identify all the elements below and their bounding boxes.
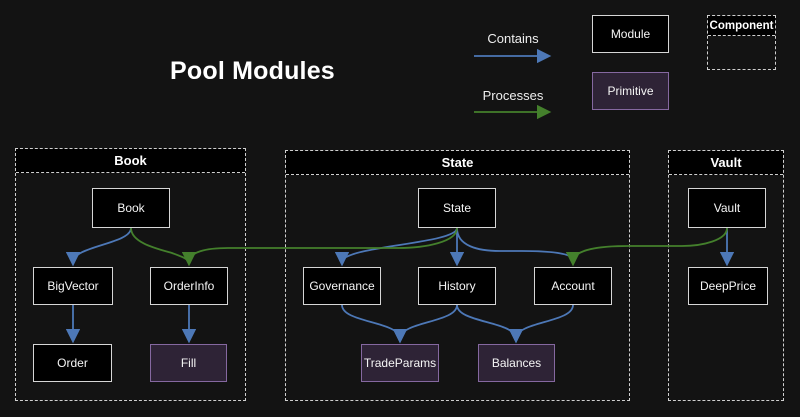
legend-primitive-label: Primitive xyxy=(607,84,654,98)
node-state: State xyxy=(418,188,496,228)
node-book: Book xyxy=(92,188,170,228)
node-fill: Fill xyxy=(150,344,227,382)
node-governance: Governance xyxy=(303,267,381,305)
node-bigvector-label: BigVector xyxy=(47,279,99,293)
node-vault: Vault xyxy=(688,188,766,228)
legend-module-label: Module xyxy=(610,27,651,41)
page-title: Pool Modules xyxy=(170,57,335,85)
node-state-label: State xyxy=(442,201,472,215)
legend-primitive-box: Primitive xyxy=(592,72,669,110)
node-governance-label: Governance xyxy=(309,279,375,293)
node-book-label: Book xyxy=(117,201,145,215)
cluster-book-title: Book xyxy=(16,149,245,173)
node-order: Order xyxy=(33,344,112,382)
cluster-vault: Vault xyxy=(668,150,784,401)
node-orderinfo-label: OrderInfo xyxy=(163,279,215,293)
node-order-label: Order xyxy=(57,356,88,370)
node-deepprice-label: DeepPrice xyxy=(699,279,757,293)
cluster-book: Book xyxy=(15,148,246,401)
cluster-vault-title: Vault xyxy=(669,151,783,175)
node-history: History xyxy=(418,267,496,305)
legend-component-box: Component xyxy=(707,15,776,70)
legend-processes-label: Processes xyxy=(482,88,544,103)
node-balances: Balances xyxy=(478,344,555,382)
node-tradeparams-label: TradeParams xyxy=(363,356,437,370)
node-account: Account xyxy=(534,267,612,305)
node-deepprice: DeepPrice xyxy=(688,267,768,305)
node-tradeparams: TradeParams xyxy=(361,344,439,382)
node-bigvector: BigVector xyxy=(33,267,113,305)
cluster-state-title: State xyxy=(286,151,629,175)
node-orderinfo: OrderInfo xyxy=(150,267,228,305)
node-history-label: History xyxy=(438,279,476,293)
legend-module-box: Module xyxy=(592,15,669,53)
node-account-label: Account xyxy=(551,279,595,293)
legend-contains-label: Contains xyxy=(487,31,539,46)
cluster-state: State xyxy=(285,150,630,401)
node-fill-label: Fill xyxy=(180,356,197,370)
node-vault-label: Vault xyxy=(713,201,741,215)
legend-component-label: Component xyxy=(708,16,775,36)
node-balances-label: Balances xyxy=(491,356,542,370)
